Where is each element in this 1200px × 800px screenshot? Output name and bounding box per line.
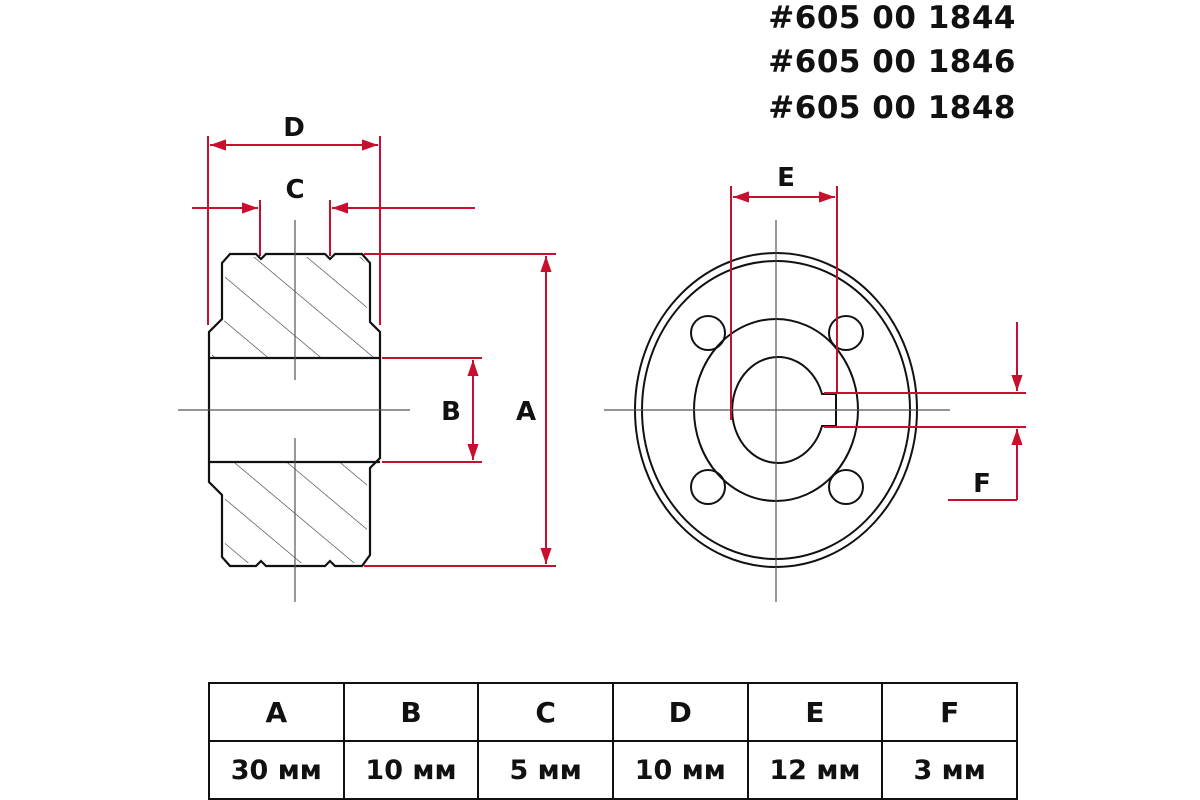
dimension-f	[824, 322, 1026, 501]
bolt-hole-br	[828, 469, 864, 505]
header-cell-a: A	[208, 682, 345, 742]
dimensions-table: A B C D E F 30 мм 10 мм 5 мм 10 мм 12 мм…	[208, 682, 1018, 800]
part-number-1: #605 00 1844	[768, 0, 1016, 36]
header-cell-e: E	[746, 682, 884, 742]
value-cell-b: 10 мм	[342, 740, 480, 800]
label-a: A	[516, 397, 536, 427]
label-b: B	[441, 397, 461, 427]
bolt-hole-tl	[690, 315, 726, 351]
header-cell-d: D	[611, 682, 749, 742]
label-f: F	[973, 469, 991, 499]
label-c: C	[285, 175, 304, 205]
value-cell-d: 10 мм	[611, 740, 749, 800]
dimension-a	[364, 253, 556, 567]
dimensions-header-row: A B C D E F	[208, 682, 1018, 742]
roller-outline	[207, 252, 382, 568]
value-cell-a: 30 мм	[208, 740, 345, 800]
value-cell-f: 3 мм	[881, 740, 1018, 800]
label-e: E	[777, 163, 795, 193]
header-cell-c: C	[477, 682, 614, 742]
keyed-bore	[731, 356, 837, 464]
header-cell-f: F	[881, 682, 1018, 742]
part-number-3: #605 00 1848	[768, 90, 1016, 126]
dimension-c	[192, 200, 475, 256]
dimensions-value-row: 30 мм 10 мм 5 мм 10 мм 12 мм 3 мм	[208, 740, 1018, 800]
bolt-hole-bl	[690, 469, 726, 505]
label-d: D	[283, 113, 305, 143]
dimension-d	[207, 136, 381, 325]
value-cell-e: 12 мм	[746, 740, 884, 800]
header-cell-b: B	[342, 682, 480, 742]
bolt-hole-tr	[828, 315, 864, 351]
value-cell-c: 5 мм	[477, 740, 614, 800]
dimension-e	[730, 186, 838, 420]
dimension-b	[382, 357, 482, 463]
side-section-view	[178, 220, 410, 602]
part-number-2: #605 00 1846	[768, 44, 1016, 80]
